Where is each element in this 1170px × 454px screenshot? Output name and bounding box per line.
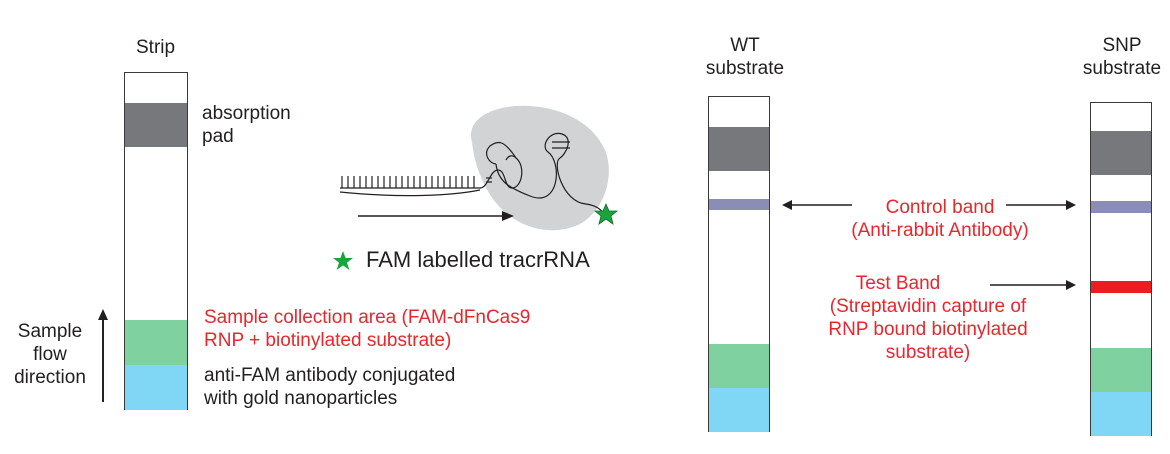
test-right-arrow	[990, 280, 1076, 290]
wt-gold-pad	[709, 388, 769, 432]
antibody-label-line2: with gold nanoparticles	[204, 388, 398, 409]
gold-conjugate-pad	[125, 365, 187, 410]
wt-control-band	[709, 199, 769, 210]
sample-label-line2: RNP + biotinylated substrate)	[204, 330, 452, 351]
reference-strip	[124, 72, 188, 410]
absorption-pad-label: absorption pad	[202, 102, 291, 148]
wt-title-line2: substrate	[705, 58, 785, 79]
fam-star-on-rna	[593, 202, 619, 225]
control-left-arrow	[782, 200, 852, 210]
snp-title-line1: SNP	[1102, 35, 1142, 56]
legend-star-icon	[333, 251, 353, 270]
wt-strip-title: WT substrate	[690, 34, 800, 80]
rna-direction-arrow	[358, 211, 514, 221]
control-right-arrow	[1006, 200, 1076, 210]
test-band-label: Test Band (Streptavidin capture of RNP b…	[778, 272, 1078, 364]
test-label-line3: RNP bound biotinylated	[828, 319, 1028, 340]
control-label-line2: (Anti-rabbit Antibody)	[851, 220, 1029, 241]
strip-title: Strip	[136, 37, 176, 58]
snp-control-band	[1091, 201, 1151, 213]
fam-legend-label: FAM labelled tracrRNA	[366, 247, 590, 272]
absorption-pad-label-line1: absorption	[202, 103, 291, 124]
control-band-label: Control band (Anti-rabbit Antibody)	[790, 196, 1090, 242]
snp-strip	[1090, 102, 1152, 436]
wt-absorption-pad	[709, 127, 769, 171]
antibody-label: anti-FAM antibody conjugated with gold n…	[204, 364, 455, 410]
snp-strip-title: SNP substrate	[1075, 34, 1169, 80]
flow-label-line1: Sample	[17, 321, 83, 342]
guide-rna	[479, 132, 607, 217]
test-label-line4: substrate)	[885, 342, 971, 363]
flow-direction-arrow	[98, 309, 108, 402]
snp-title-line2: substrate	[1082, 58, 1162, 79]
wt-strip	[708, 96, 770, 432]
wt-sample-area	[709, 344, 769, 388]
test-label-line1: Test Band	[855, 273, 941, 294]
antibody-label-line1: anti-FAM antibody conjugated	[204, 365, 456, 386]
sample-collection-label: Sample collection area (FAM-dFnCas9 RNP …	[204, 306, 530, 352]
flow-label-line2: flow	[33, 344, 67, 365]
dna-lower-strand	[339, 189, 481, 197]
snp-test-band	[1091, 281, 1151, 293]
snp-sample-area	[1091, 348, 1151, 392]
wt-title-line1: WT	[730, 35, 760, 56]
rnp-illustration	[339, 105, 619, 231]
sample-collection-area	[125, 320, 187, 365]
band-arrows	[782, 200, 1076, 290]
snp-gold-pad	[1091, 392, 1151, 436]
cas9-protein	[470, 105, 609, 231]
test-label-line2: (Streptavidin capture of	[829, 296, 1027, 317]
sample-label-line1: Sample collection area (FAM-dFnCas9	[204, 307, 531, 328]
snp-absorption-pad	[1091, 131, 1151, 175]
dna-ladder	[340, 176, 480, 189]
control-label-line1: Control band	[885, 197, 995, 218]
flow-direction-label: Sample flow direction	[2, 320, 98, 389]
absorption-pad-label-line2: pad	[202, 126, 234, 147]
flow-label-line3: direction	[14, 367, 86, 388]
absorption-pad	[125, 103, 187, 147]
